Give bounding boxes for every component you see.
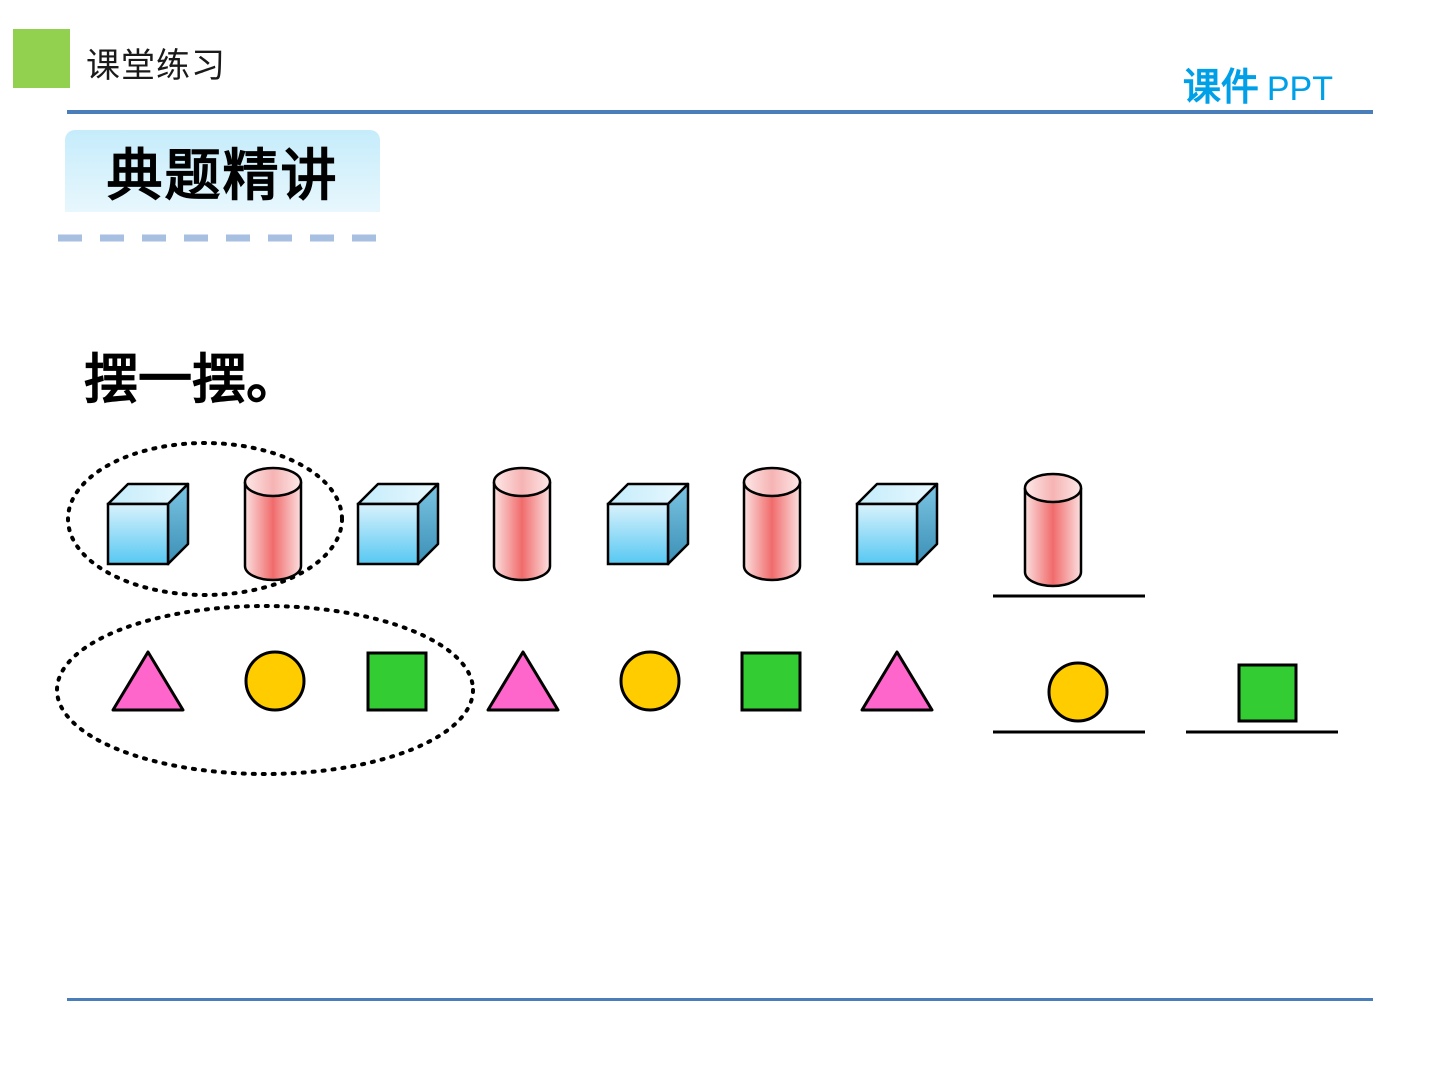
section-marker (13, 29, 70, 88)
top-rule (67, 110, 1373, 114)
cube-shape (606, 482, 690, 566)
circle-shape (619, 650, 681, 712)
title-dash-line (58, 234, 380, 242)
pattern-loop-row2 (55, 604, 475, 776)
pattern-loop-row1 (66, 441, 344, 597)
triangle-shape (111, 650, 185, 712)
section-label: 课堂练习 (86, 46, 226, 86)
title-box: 典题精讲 (65, 130, 380, 212)
instruction-text: 摆一摆。 (84, 348, 300, 411)
cylinder-shape (492, 466, 552, 582)
triangle-shape (860, 650, 934, 712)
square-shape (740, 651, 802, 712)
brand-main: 课件 (1182, 65, 1259, 109)
answer-cylinder-shape (1023, 472, 1083, 588)
triangle-shape (486, 650, 560, 712)
bottom-rule (67, 998, 1373, 1001)
square-shape (366, 651, 428, 712)
circle-shape (244, 650, 306, 712)
cube-shape (356, 482, 440, 566)
cylinder-shape (742, 466, 802, 582)
page-title: 典题精讲 (106, 143, 339, 209)
brand-sub: PPT (1266, 70, 1333, 108)
answer-square-shape (1237, 663, 1298, 723)
answer-circle-shape (1047, 661, 1109, 723)
cube-shape (855, 482, 939, 566)
cylinder-shape (243, 466, 303, 582)
cube-shape (106, 482, 190, 566)
